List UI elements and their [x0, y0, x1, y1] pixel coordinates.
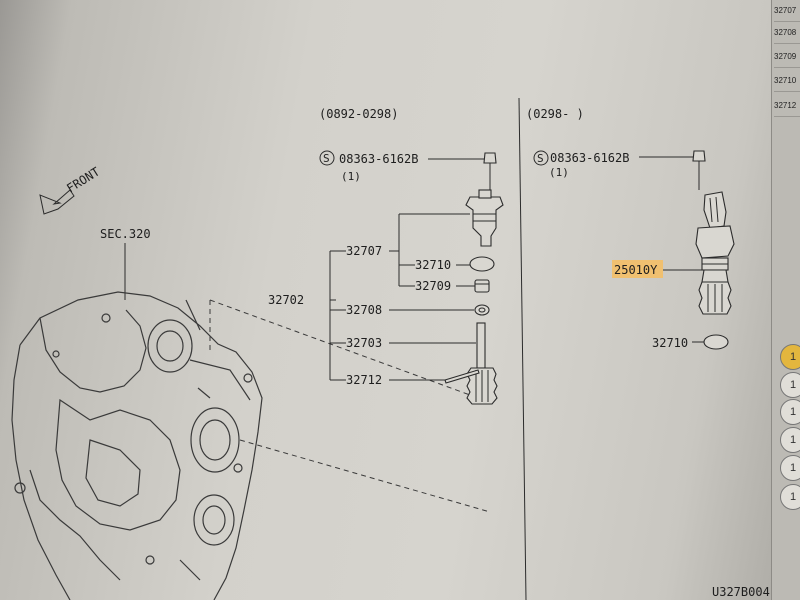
quantity-button[interactable]: 1	[780, 427, 800, 453]
range-right: (0298- )	[526, 107, 584, 121]
parts-list-panel: 32707 32708 32709 32710 32712 1 1 1 1 1 …	[771, 0, 800, 600]
drawing-code: U327B004	[712, 585, 770, 599]
supply-symbol-icon-right	[533, 150, 549, 166]
front-label: FRONT	[64, 165, 102, 196]
quantity-button[interactable]: 1	[780, 399, 800, 425]
bolt-part-left[interactable]: 08363-6162B	[339, 152, 418, 166]
parts-list-row[interactable]: 32707	[774, 0, 800, 22]
bolt-icon-left	[483, 152, 497, 192]
callout-32703[interactable]: 32703	[346, 336, 382, 350]
bolt-icon-right	[692, 150, 706, 190]
o-ring-left-drawing	[469, 256, 495, 272]
parts-list-row[interactable]: 32710	[774, 70, 800, 92]
supply-symbol-icon	[319, 150, 335, 166]
supply-symbol-right: S	[537, 152, 544, 165]
callout-32702[interactable]: 32702	[268, 293, 304, 307]
sleeve-drawing	[474, 279, 490, 293]
pin-drawing	[444, 369, 480, 384]
highlight-25010y	[612, 260, 663, 278]
bolt-part-right[interactable]: 08363-6162B	[550, 151, 629, 165]
parts-list-row[interactable]: 32708	[774, 22, 800, 44]
callout-32709[interactable]: 32709	[415, 279, 451, 293]
parts-list-row[interactable]: 32709	[774, 46, 800, 68]
bolt-qty-right: (1)	[549, 166, 569, 179]
supply-symbol-left: S	[323, 152, 330, 165]
quantity-button[interactable]: 1	[780, 455, 800, 481]
front-arrow-icon	[39, 189, 75, 215]
callout-32712[interactable]: 32712	[346, 373, 382, 387]
quantity-button[interactable]: 1	[780, 372, 800, 398]
transmission-housing-drawing	[11, 291, 263, 600]
quantity-button[interactable]: 1	[780, 344, 800, 370]
bolt-qty-left: (1)	[341, 170, 361, 183]
section-ref[interactable]: SEC.320	[100, 227, 151, 241]
pinion-gear-left-drawing	[466, 322, 498, 405]
parts-list-row[interactable]: 32712	[774, 95, 800, 117]
callout-32707[interactable]: 32707	[346, 244, 382, 258]
callout-32710-right[interactable]: 32710	[652, 336, 688, 350]
callout-32710-left[interactable]: 32710	[415, 258, 451, 272]
speed-sensor-body-drawing	[465, 189, 504, 247]
o-ring-right-drawing	[703, 334, 729, 350]
range-left: (0892-0298)	[319, 107, 398, 121]
callout-25010y[interactable]: 25010Y	[614, 263, 658, 277]
washer-drawing	[474, 304, 490, 316]
column-divider	[518, 97, 527, 600]
quantity-button[interactable]: 1	[780, 484, 800, 510]
callout-32708[interactable]: 32708	[346, 303, 382, 317]
speed-sensor-assy-drawing	[695, 191, 735, 315]
